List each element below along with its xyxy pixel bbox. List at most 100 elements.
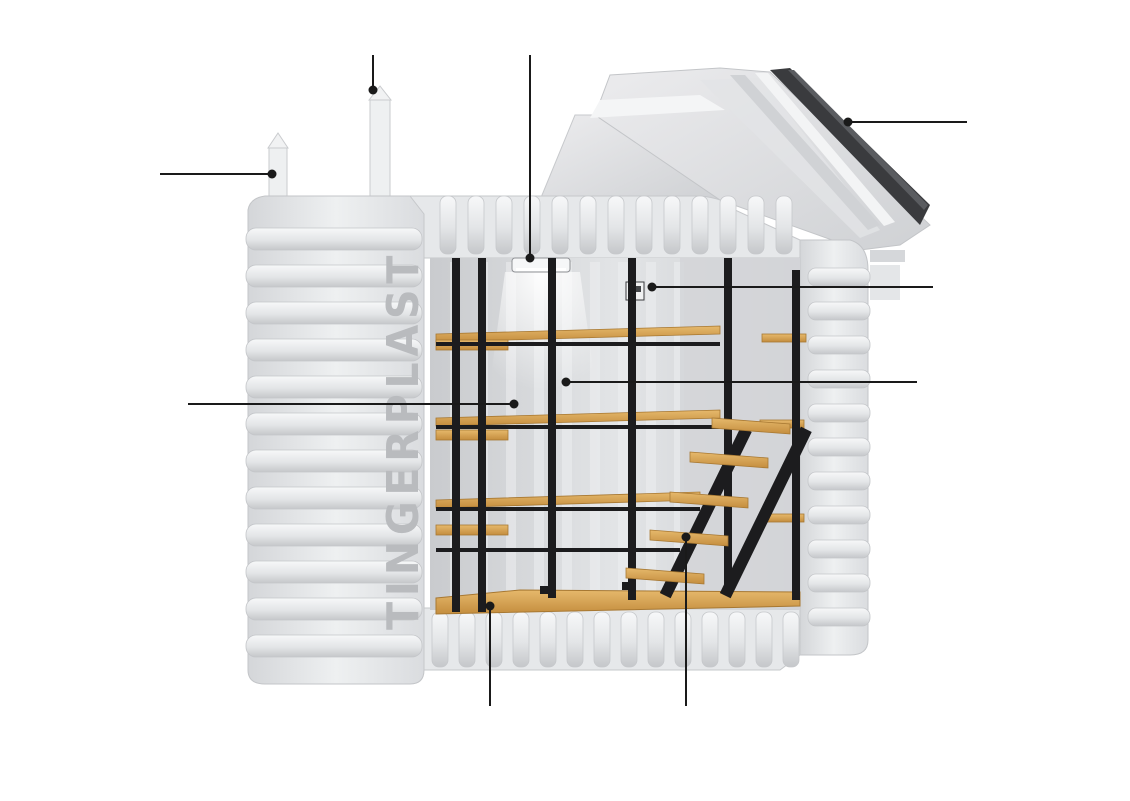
bottom-wall-rib	[512, 611, 530, 668]
callout-dot	[843, 117, 853, 127]
right-wall-rib	[807, 403, 871, 423]
top-wall-rib	[775, 195, 793, 255]
top-wall-rib	[467, 195, 485, 255]
shelf-rail	[436, 507, 700, 511]
stair-step	[669, 491, 749, 509]
top-wall-rib	[439, 195, 457, 255]
right-wall-rib	[807, 607, 871, 627]
interior-rib	[506, 262, 516, 602]
top-wall-rib	[663, 195, 681, 255]
callout-dot	[368, 85, 378, 95]
shelf-board	[435, 524, 509, 536]
right-wall-rib	[807, 437, 871, 457]
callout-dot	[561, 377, 571, 387]
right-wall-rib	[807, 573, 871, 593]
callout-shelving-rack	[188, 399, 519, 409]
interior-rib	[590, 262, 600, 602]
bottom-wall-rib	[485, 611, 503, 668]
bottom-wall-rib	[593, 611, 611, 668]
interior-rib	[646, 262, 656, 602]
roof-hatch-panel-shape	[770, 68, 930, 225]
top-wall-rib	[579, 195, 597, 255]
interior-rib	[562, 262, 572, 602]
interior-rib	[674, 262, 684, 602]
top-wall-rib	[719, 195, 737, 255]
right-wall-rib	[807, 505, 871, 525]
callout-access-stairs	[681, 532, 691, 706]
bottom-wall-rib	[431, 611, 449, 668]
right-wall-rib	[807, 539, 871, 559]
left-wall-rib	[245, 560, 423, 584]
ventilation-pipe-right-shape	[367, 85, 393, 199]
callout-dot	[681, 532, 691, 542]
top-wall-rib	[495, 195, 513, 255]
bottom-wall-rib	[755, 611, 773, 668]
shelf-rail	[436, 425, 720, 429]
stair-step	[711, 417, 791, 435]
callout-dot	[485, 601, 495, 611]
top-wall-rib	[747, 195, 765, 255]
callout-ventilation-pipe-right	[368, 55, 378, 95]
shelf-board	[435, 325, 721, 343]
callout-ceiling-light	[525, 55, 535, 263]
top-wall-rib	[607, 195, 625, 255]
callout-support-column	[561, 377, 917, 387]
top-wall-rib	[635, 195, 653, 255]
left-wall-rib	[245, 301, 423, 325]
right-wall-rib	[807, 335, 871, 355]
top-wall-rib	[523, 195, 541, 255]
left-wall-rib	[245, 597, 423, 621]
interior-rib	[618, 262, 628, 602]
bottom-wall-rib	[458, 611, 476, 668]
right-wall-rib	[807, 301, 871, 321]
shelf-rail	[436, 342, 720, 346]
left-wall-rib	[245, 227, 423, 251]
bottom-wall-rib	[728, 611, 746, 668]
left-wall-ribs	[245, 227, 423, 658]
callout-dot	[525, 253, 535, 263]
bottom-wall-rib	[782, 611, 800, 668]
shelf-board	[435, 429, 509, 441]
right-wall-rib	[807, 471, 871, 491]
left-wall-rib	[245, 338, 423, 362]
support-column	[628, 258, 636, 600]
left-wall-rib	[245, 264, 423, 288]
floor-board-shape	[435, 582, 801, 615]
top-wall-rib	[691, 195, 709, 255]
left-wall-rib	[245, 412, 423, 436]
interior-rib	[534, 262, 544, 602]
support-column	[478, 258, 486, 612]
callout-dot	[647, 282, 657, 292]
support-column	[452, 258, 460, 612]
access-stairs-shape	[625, 417, 812, 599]
left-wall-rib	[245, 486, 423, 510]
top-wall-rib	[551, 195, 569, 255]
bottom-wall-rib	[566, 611, 584, 668]
callout-control-unit	[647, 282, 933, 292]
left-wall-rib	[245, 449, 423, 473]
shelf-board	[435, 409, 721, 427]
callout-roof-hatch-panel	[843, 117, 967, 127]
callout-dot	[267, 169, 277, 179]
left-wall-rib	[245, 634, 423, 658]
support-column	[548, 258, 556, 598]
callout-leaders	[160, 55, 967, 706]
brand-wordmark: TINGERPLAST	[378, 250, 429, 630]
bottom-wall-rib	[701, 611, 719, 668]
shelf-board	[761, 333, 807, 343]
left-wall-rib	[245, 375, 423, 399]
right-wall-rib	[807, 369, 871, 389]
bottom-wall-rib	[674, 611, 692, 668]
ventilation-pipe-left-shape	[267, 132, 289, 204]
stair-step	[625, 567, 705, 585]
left-wall-rib	[245, 523, 423, 547]
roof-housing	[539, 67, 931, 300]
bottom-wall-ribs	[431, 611, 800, 668]
bottom-wall-rib	[539, 611, 557, 668]
callout-ventilation-pipe-left	[160, 169, 277, 179]
right-wall-rib	[807, 267, 871, 287]
callout-dot	[509, 399, 519, 409]
bottom-wall-rib	[620, 611, 638, 668]
stair-step	[689, 451, 769, 469]
